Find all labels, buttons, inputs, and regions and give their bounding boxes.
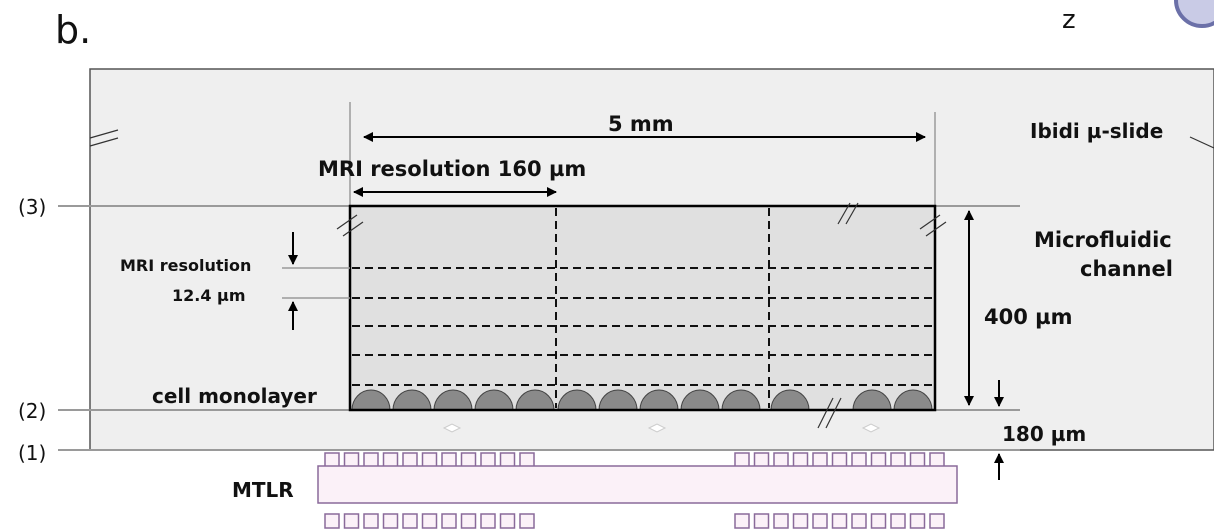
break-mark [919,214,941,230]
coil-winding [831,452,848,468]
coil-winding [363,452,379,468]
cell [557,389,597,411]
coil-winding [851,452,867,468]
coil-winding [792,513,809,529]
level-label-3: (3) [18,195,46,219]
diamond-marker [861,423,881,433]
channel-label-line2: channel [1080,257,1173,281]
mtlr-label: MTLR [232,478,294,502]
cell [893,389,933,411]
mri-axial-label-line1: MRI resolution [120,256,251,275]
mri-slice-lines [352,208,933,408]
cell [639,389,679,411]
cell [474,389,514,411]
channel-outline [348,204,937,412]
level-label-2: (2) [18,399,46,423]
coil-winding [343,452,360,468]
coil-winding [734,452,750,468]
coil-winding [831,513,848,529]
break-mark [825,397,842,429]
coil-winding [909,513,926,529]
coil-winding [812,452,828,468]
coil-winding [890,513,906,529]
coil-winding [773,513,789,529]
channel-label-line1: Microfluidic [1034,228,1172,252]
coil-winding [324,452,340,468]
microfluidic-channel [350,206,935,410]
coil-winding [519,513,535,529]
cell-monolayer-label: cell monolayer [152,384,317,408]
level-label-1: (1) [18,441,46,465]
cell [433,389,473,411]
coil-winding [870,513,887,529]
mtlr-body [317,465,958,504]
coil-winding [890,452,906,468]
mri-lateral-label: MRI resolution 160 µm [318,157,586,181]
coil-winding [343,513,360,529]
break-mark [837,202,851,225]
cell [721,389,761,411]
diamond-marker [442,423,462,433]
break-mark [1189,136,1214,149]
coil-winding [421,452,438,468]
coil-winding [324,513,340,529]
coil-winding [909,452,926,468]
coil-winding [812,513,828,529]
width-label: 5 mm [608,112,674,136]
cell [392,389,432,411]
break-mark [89,137,119,147]
cell [680,389,720,411]
mri-axial-label-line2: 12.4 µm [172,286,246,305]
break-mark [925,221,947,237]
coil-winding [441,513,457,529]
coil-winding [792,452,809,468]
coil-winding [441,452,457,468]
coil-winding [851,513,867,529]
coil-winding [734,513,750,529]
coil-winding [499,452,516,468]
coil-winding [753,452,770,468]
coil-winding [480,513,496,529]
break-mark [89,129,119,139]
slide-label: Ibidi µ-slide [1030,119,1163,143]
break-mark [336,214,358,230]
cell [351,389,391,411]
coil-winding [421,513,438,529]
coil-winding [499,513,516,529]
cell [852,389,892,411]
mtlr-coil [324,452,945,529]
height-label: 400 µm [984,305,1072,329]
break-mark [817,397,834,429]
cell [515,389,555,411]
coil-winding [929,513,945,529]
coil-winding [773,452,789,468]
coil-winding [480,452,496,468]
coil-winding [382,513,399,529]
coil-winding [753,513,770,529]
axis-label: z [1062,5,1076,35]
coil-winding [382,452,399,468]
diamond-marker [647,423,667,433]
z-axis-icon [1174,0,1214,28]
coil-winding [460,513,477,529]
coil-winding [870,452,887,468]
cell [598,389,638,411]
markers [442,423,881,433]
break-mark [845,202,859,225]
break-mark [342,221,364,237]
panel-label: b. [55,8,91,52]
coil-winding [402,513,418,529]
gap-label: 180 µm [1002,422,1086,446]
cell-monolayer [351,389,933,411]
coil-winding [363,513,379,529]
coil-winding [519,452,535,468]
break-marks [336,202,947,429]
coil-winding [929,452,945,468]
coil-winding [460,452,477,468]
coil-winding [402,452,418,468]
cell [770,389,810,411]
